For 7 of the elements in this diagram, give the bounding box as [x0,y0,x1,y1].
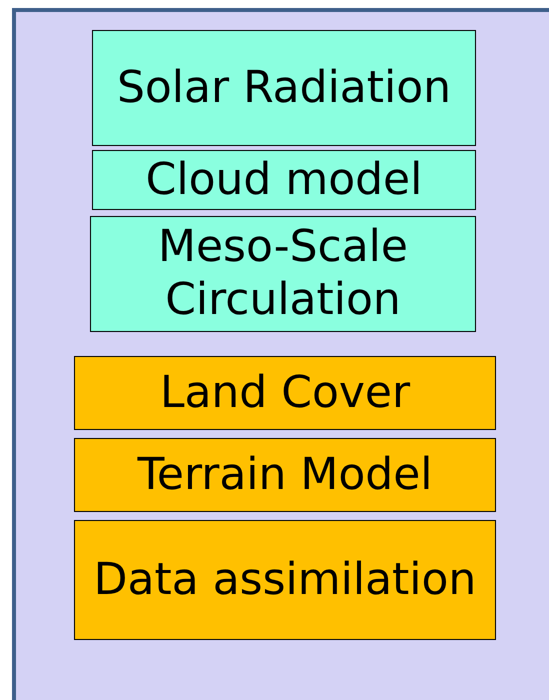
process-box: Data assimilation [74,520,496,640]
process-box: Solar Radiation [92,30,476,146]
process-box: Land Cover [74,356,496,430]
panel-background [12,8,549,700]
process-box: Terrain Model [74,438,496,512]
process-box: Meso-Scale Circulation [90,216,476,332]
process-box: Cloud model [92,150,476,210]
